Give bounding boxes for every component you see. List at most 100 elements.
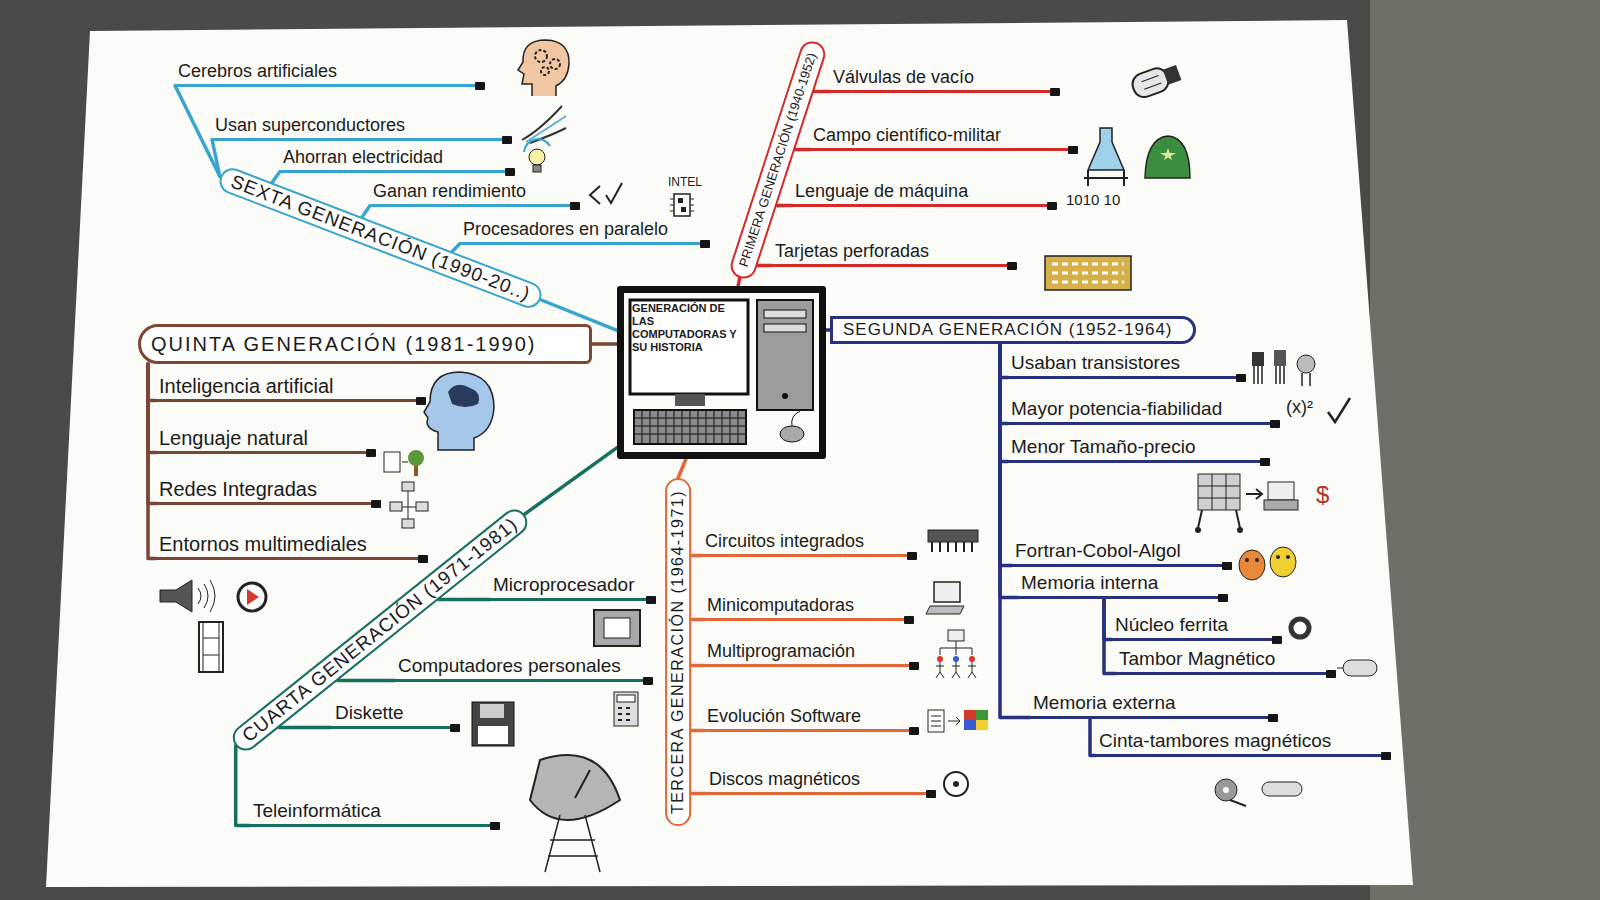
branch-connector: [524, 448, 617, 515]
topic-text: Microprocesador: [493, 574, 635, 596]
branch-connector: [678, 459, 686, 478]
size-reduction-icon: [1195, 474, 1298, 533]
plug-symbol: [505, 168, 515, 176]
photo-background-right: [1370, 0, 1600, 900]
topic-item: Redes Integradas: [156, 478, 371, 505]
topic-item: Mayor potencia-fiabilidad: [1008, 398, 1270, 425]
flask-icon: [1084, 128, 1128, 186]
topic-text: Circuitos integrados: [705, 530, 864, 552]
topic-text: Campo científico-militar: [813, 124, 1001, 146]
branch-connector: [362, 206, 370, 218]
topic-item: Usaban transistores: [1008, 352, 1236, 379]
topic-item: Ahorran electricidad: [280, 146, 505, 173]
topic-text: Memoria externa: [1033, 692, 1176, 714]
branch-connector: [175, 86, 220, 177]
topic-text: Ahorran electricidad: [283, 146, 443, 168]
topic-item: Cerebros artificiales: [175, 60, 475, 87]
formula-note: (x)²: [1286, 398, 1313, 418]
plug-symbol: [371, 500, 381, 508]
plug-symbol: [904, 616, 914, 624]
plug-symbol: [1068, 146, 1078, 154]
theatre-masks-icon: [1239, 547, 1296, 580]
topic-item: Diskette: [332, 702, 450, 729]
topic-text: Diskette: [335, 702, 404, 724]
magnetic-drum-icon: [1337, 660, 1377, 676]
generation-title: SEGUNDA GENERACIÓN (1952-1964): [843, 320, 1173, 340]
plug-symbol: [1222, 562, 1232, 570]
topic-text: Redes Integradas: [159, 478, 317, 500]
bulb-icon: [524, 139, 550, 172]
topic-text: Entornos multimediales: [159, 533, 367, 555]
better-check-icon: [590, 183, 622, 204]
computer-drawing: [630, 300, 813, 444]
branch-connector: [777, 204, 792, 208]
branch-connector: [691, 554, 702, 558]
plug-symbol: [1236, 374, 1246, 382]
branch-connector: [212, 140, 220, 177]
software-evolution-icon: [928, 710, 988, 732]
topic-item: Computadores personales: [395, 655, 643, 682]
plug-symbol: [418, 555, 428, 563]
plug-symbol: [1260, 458, 1270, 466]
branch-connector: [691, 792, 706, 796]
calculator-icon: [614, 692, 638, 726]
paper-sheet: [46, 20, 1413, 887]
generation-band: SEGUNDA GENERACIÓN (1952-1964): [830, 316, 1196, 344]
branch-connector: [738, 278, 740, 286]
binary-note: 1010 10: [1066, 192, 1120, 209]
topic-item: Lenguaje natural: [156, 427, 366, 454]
plug-symbol: [643, 677, 653, 685]
branch-connector: [236, 746, 250, 826]
topic-item: Multiprogramación: [704, 640, 909, 667]
multiprogramming-icon: [936, 630, 976, 678]
topic-item: Entornos multimediales: [156, 533, 418, 560]
topic-item: Campo científico-militar: [810, 124, 1068, 151]
topic-text: Cinta-tambores magnéticos: [1099, 730, 1331, 752]
topic-item: Inteligencia artificial: [156, 375, 416, 402]
plug-symbol: [909, 727, 919, 735]
topic-text: Tarjetas perforadas: [775, 240, 929, 262]
topic-item: Minicomputadoras: [704, 594, 904, 621]
generation-title: QUINTA GENERACIÓN (1981-1990): [151, 333, 537, 356]
brain-head-icon: [518, 40, 569, 96]
topic-text: Lenguaje natural: [159, 427, 308, 449]
topic-text: Mayor potencia-fiabilidad: [1011, 398, 1222, 420]
tape-drum-icon: [1215, 779, 1302, 806]
topic-text: Minicomputadoras: [707, 594, 854, 616]
topic-text: Inteligencia artificial: [159, 375, 334, 397]
topic-text: Tambor Magnético: [1119, 648, 1275, 670]
branch-connector: [757, 264, 772, 268]
plug-symbol: [926, 790, 936, 798]
natural-language-icon: [384, 450, 424, 476]
plug-symbol: [907, 552, 917, 560]
topic-item: Núcleo ferrita: [1112, 614, 1272, 641]
plug-symbol: [1218, 594, 1228, 602]
branch-connector: [691, 729, 704, 733]
multimedia-icons: [160, 580, 266, 672]
ai-head-icon: [424, 372, 494, 450]
topic-item: Memoria interna: [1018, 572, 1218, 599]
center-title: GENERACIÓN DE LAS COMPUTADORAS Y SU HIST…: [632, 302, 744, 354]
plug-symbol: [1047, 202, 1057, 210]
topic-text: Computadores personales: [398, 655, 621, 677]
plug-symbol: [1268, 714, 1278, 722]
plug-symbol: [1381, 752, 1391, 760]
punched-card-icon: [1045, 256, 1131, 290]
transistors-icon: [1252, 350, 1315, 386]
ferrite-core-icon: [1291, 619, 1309, 637]
topic-item: Tarjetas perforadas: [772, 240, 1007, 267]
branch-connector: [814, 90, 830, 94]
topic-item: Tambor Magnético: [1116, 648, 1326, 675]
topic-text: Núcleo ferrita: [1115, 614, 1228, 636]
topic-item: Evolución Software: [704, 705, 909, 732]
floppy-disk-icon: [472, 702, 514, 746]
topic-item: Discos magnéticos: [706, 768, 926, 795]
topic-text: Evolución Software: [707, 705, 861, 727]
branch-connector: [439, 598, 490, 602]
satellite-dish-icon: [530, 755, 620, 872]
topic-text: Usan superconductores: [215, 114, 405, 136]
topic-text: Procesadores en paralelo: [463, 218, 668, 240]
topic-item: Microprocesador: [490, 574, 646, 601]
